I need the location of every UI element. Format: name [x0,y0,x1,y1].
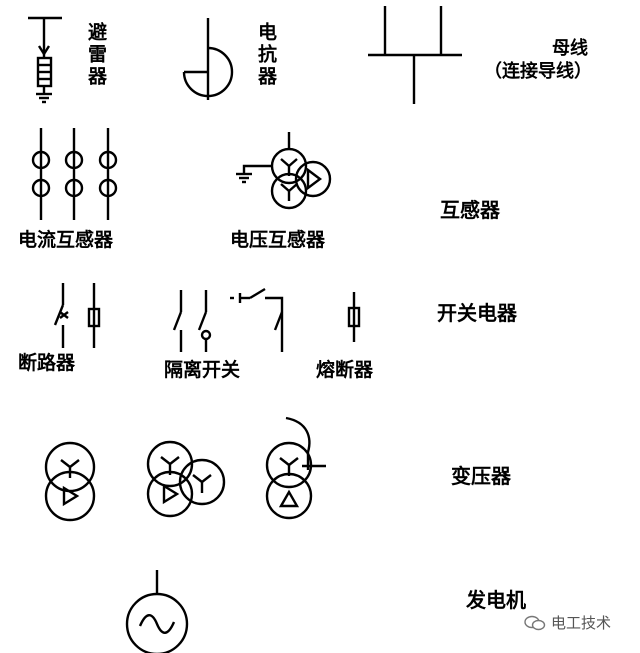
generator-label: 发电机 [466,588,526,612]
busbar-sublabel: （连接导线） [484,61,592,82]
disconnector-symbol [172,287,284,352]
current-transformer-symbol [31,128,118,220]
fuse-symbol [347,292,361,342]
breaker-label: 断路器 [18,352,76,374]
disconnector-label: 隔离开关 [164,359,241,381]
current-transformer-label: 电流互感器 [18,229,114,251]
breaker-symbol [53,283,101,348]
voltage-transformer-symbol [236,132,332,210]
reactor-label: 电抗器 [255,22,277,88]
transformer-two-winding-symbol [44,441,96,522]
generator-symbol [125,570,189,653]
switchgear-group-label: 开关电器 [437,301,517,325]
voltage-transformer-label: 电压互感器 [230,229,326,251]
busbar-label: 母线 [552,38,588,59]
watermark-text: 电工技术 [551,614,612,632]
watermark: 电工技术 [524,612,611,633]
mutual-inductor-group-label: 互感器 [440,198,500,222]
busbar-symbol [368,6,462,104]
transformer-autotransformer-symbol [265,416,326,520]
reactor-symbol [182,18,234,100]
fuse-label: 熔断器 [316,359,374,381]
wechat-icon [524,615,546,630]
transformer-three-winding-symbol [146,440,226,518]
arrester-symbol [28,16,62,104]
transformer-group-label: 变压器 [451,464,511,488]
arrester-label: 避雷器 [85,22,107,88]
